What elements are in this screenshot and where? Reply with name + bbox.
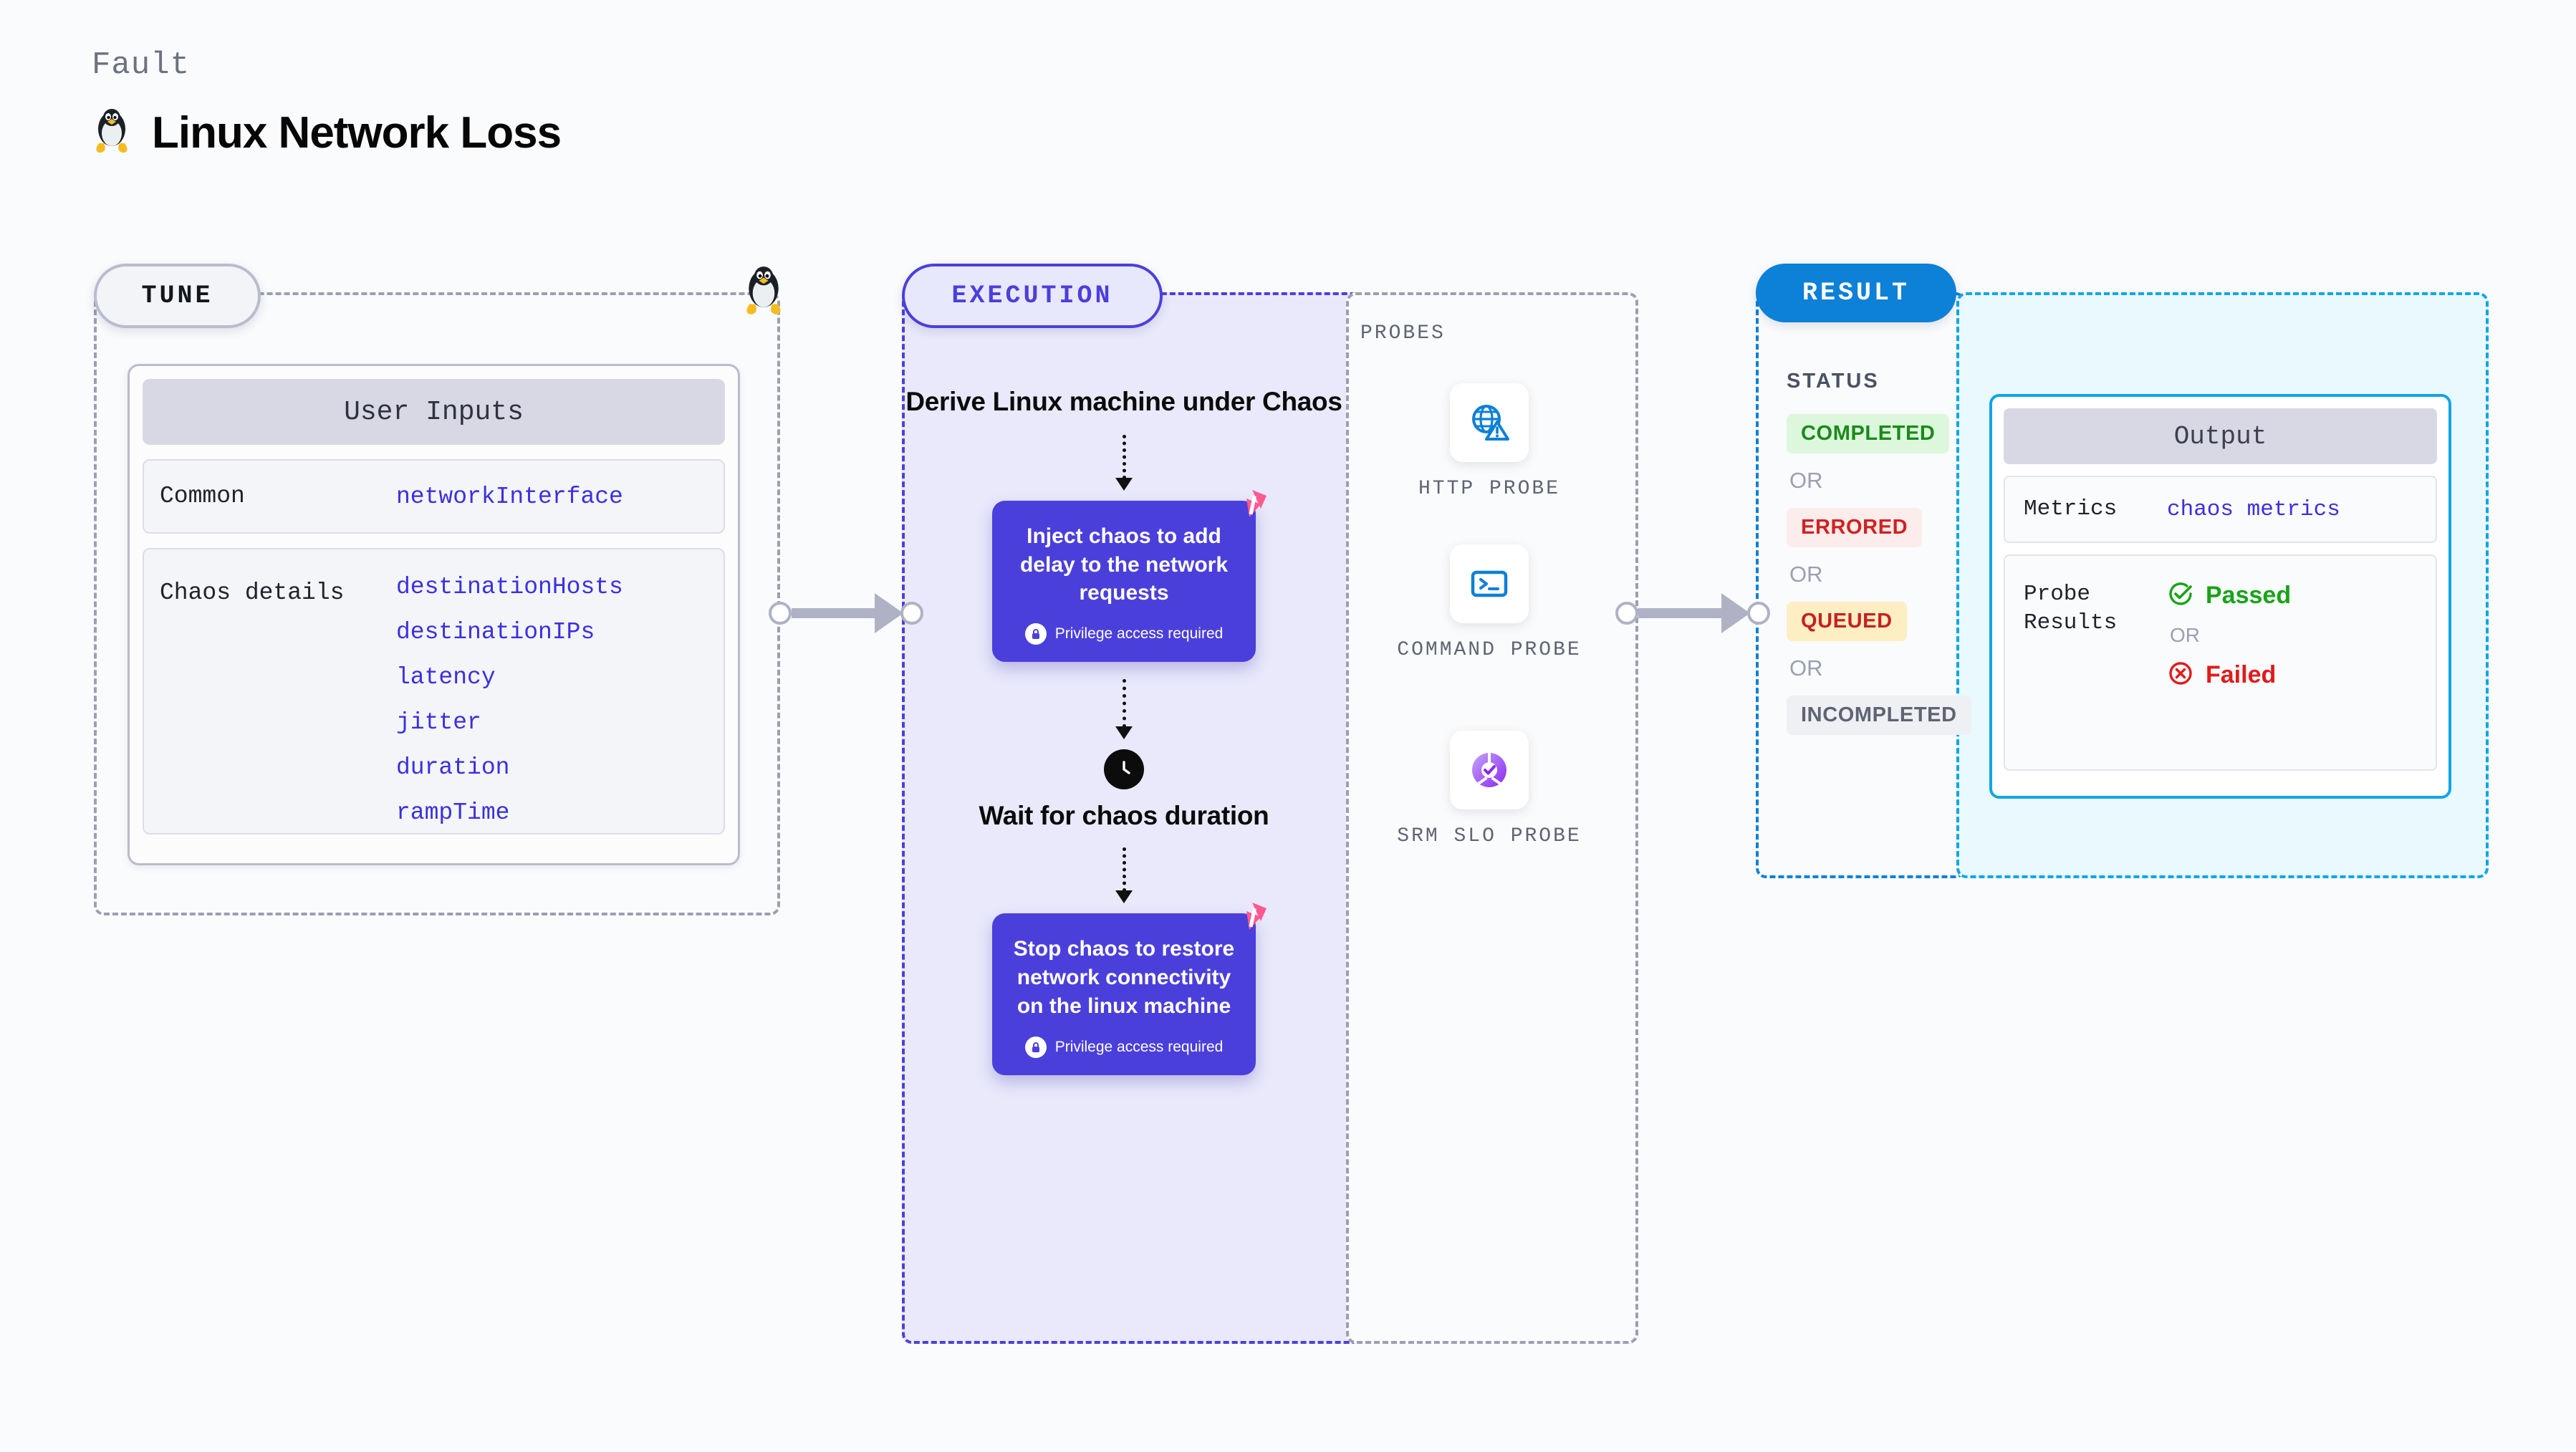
connector-arrow-head [875, 593, 903, 633]
connector-end-dot [900, 602, 923, 625]
tune-param-latency[interactable]: latency [396, 664, 496, 691]
connector-line [792, 608, 876, 618]
execution-card-title: Stop chaos to restore network connectivi… [1013, 936, 1235, 1018]
linux-penguin-icon [741, 265, 786, 320]
probe-result-passed: Passed [2167, 580, 2291, 611]
output-metrics-value[interactable]: chaos metrics [2167, 496, 2340, 522]
tune-row-common: Common networkInterface [143, 459, 725, 534]
output-card: Output Metrics chaos metrics Probe Resul… [1989, 394, 2451, 799]
tune-param-destinationips[interactable]: destinationIPs [396, 619, 595, 645]
probe-result-failed-label: Failed [2206, 661, 2277, 688]
globe-warning-icon [1450, 383, 1529, 462]
flow-arrow-1 [1115, 434, 1133, 491]
flow-arrow-2 [1115, 679, 1133, 740]
probes-region-boundary [1346, 292, 1638, 1344]
output-row-key: Probe Results [2024, 582, 2118, 636]
probe-result-failed: Failed [2167, 660, 2291, 691]
output-row-metrics: Metrics chaos metrics [2004, 476, 2437, 543]
slo-donut-check-icon [1450, 731, 1529, 809]
probes-section-label: PROBES [1360, 322, 1446, 345]
probe-item-command[interactable]: COMMAND PROBE [1382, 544, 1597, 663]
privilege-text: Privilege access required [1054, 1038, 1224, 1055]
status-badge: COMPLETED [1787, 414, 1950, 453]
connector-tune-to-execution [769, 593, 923, 633]
execution-card-title: Inject chaos to add delay to the network… [1019, 524, 1229, 605]
lock-icon [1024, 623, 1047, 645]
check-circle-icon [2167, 580, 2194, 611]
or-separator: OR [2170, 624, 2200, 646]
probe-item-http[interactable]: HTTP PROBE [1382, 383, 1597, 502]
linux-penguin-icon [92, 107, 132, 158]
probe-label: HTTP PROBE [1418, 478, 1561, 500]
execution-step-stop-chaos-card[interactable]: Stop chaos to restore network connectivi… [992, 902, 1267, 1075]
tune-stage-pill[interactable]: TUNE [94, 264, 261, 328]
x-circle-icon [2167, 660, 2194, 691]
connector-start-dot [769, 602, 792, 625]
probe-label: COMMAND PROBE [1397, 639, 1582, 661]
status-section-label: STATUS [1787, 370, 1880, 393]
output-row-key: Metrics [2024, 496, 2118, 521]
connector-start-dot [1615, 602, 1638, 625]
harness-logo-icon [1231, 901, 1268, 938]
tune-row-chaos-details: Chaos details destinationHosts destinati… [143, 548, 725, 835]
harness-logo-icon [1231, 489, 1268, 526]
status-badge: ERRORED [1787, 508, 1923, 547]
flow-arrow-3 [1115, 847, 1133, 903]
page-title: Linux Network Loss [152, 108, 562, 158]
lock-icon [1024, 1036, 1047, 1058]
clock-icon [1104, 749, 1144, 790]
page-header: Fault Linux Network Loss [92, 47, 562, 158]
connector-end-dot [1747, 602, 1770, 625]
or-separator: OR [1789, 468, 1823, 493]
execution-stage-pill[interactable]: EXECUTION [902, 264, 1163, 328]
tune-param-networkinterface[interactable]: networkInterface [396, 483, 623, 510]
execution-step-derive-title: Derive Linux machine under Chaos [905, 387, 1342, 416]
fault-title-row: Linux Network Loss [92, 107, 562, 158]
tune-param-jitter[interactable]: jitter [396, 709, 481, 736]
privilege-note: Privilege access required [1011, 1036, 1237, 1058]
status-badge: QUEUED [1787, 602, 1907, 641]
user-inputs-card-header: User Inputs [143, 379, 725, 445]
execution-step-wait-title: Wait for chaos duration [979, 801, 1269, 831]
fault-eyebrow-label: Fault [92, 47, 191, 83]
or-separator: OR [1789, 562, 1823, 587]
output-card-header: Output [2004, 408, 2437, 464]
probe-label: SRM SLO PROBE [1397, 825, 1582, 847]
user-inputs-card: User Inputs Common networkInterface Chao… [128, 364, 740, 865]
tune-param-duration[interactable]: duration [396, 754, 510, 781]
probe-item-srm-slo[interactable]: SRM SLO PROBE [1382, 731, 1597, 850]
privilege-note: Privilege access required [1011, 623, 1237, 645]
connector-line [1638, 608, 1723, 618]
probe-result-passed-label: Passed [2206, 582, 2292, 609]
status-badge-list: COMPLETED OR ERRORED OR QUEUED OR INCOMP… [1787, 414, 1971, 735]
tune-param-destinationhosts[interactable]: destinationHosts [396, 574, 623, 600]
terminal-icon [1450, 544, 1529, 623]
tune-row-key: Chaos details [160, 580, 345, 606]
execution-flow: Derive Linux machine under Chaos Inject … [902, 292, 1346, 1338]
tune-row-key: Common [160, 483, 245, 510]
connector-execution-to-result [1615, 593, 1770, 633]
status-badge: INCOMPLETED [1787, 696, 1971, 735]
tune-param-ramptime[interactable]: rampTime [396, 799, 510, 826]
connector-arrow-head [1721, 593, 1750, 633]
or-separator: OR [1789, 655, 1823, 681]
privilege-text: Privilege access required [1054, 625, 1224, 643]
output-row-probe-results: Probe Results Passed OR [2004, 554, 2437, 771]
execution-step-inject-chaos-card[interactable]: Inject chaos to add delay to the network… [992, 489, 1267, 663]
result-stage-pill[interactable]: RESULT [1756, 264, 1956, 322]
